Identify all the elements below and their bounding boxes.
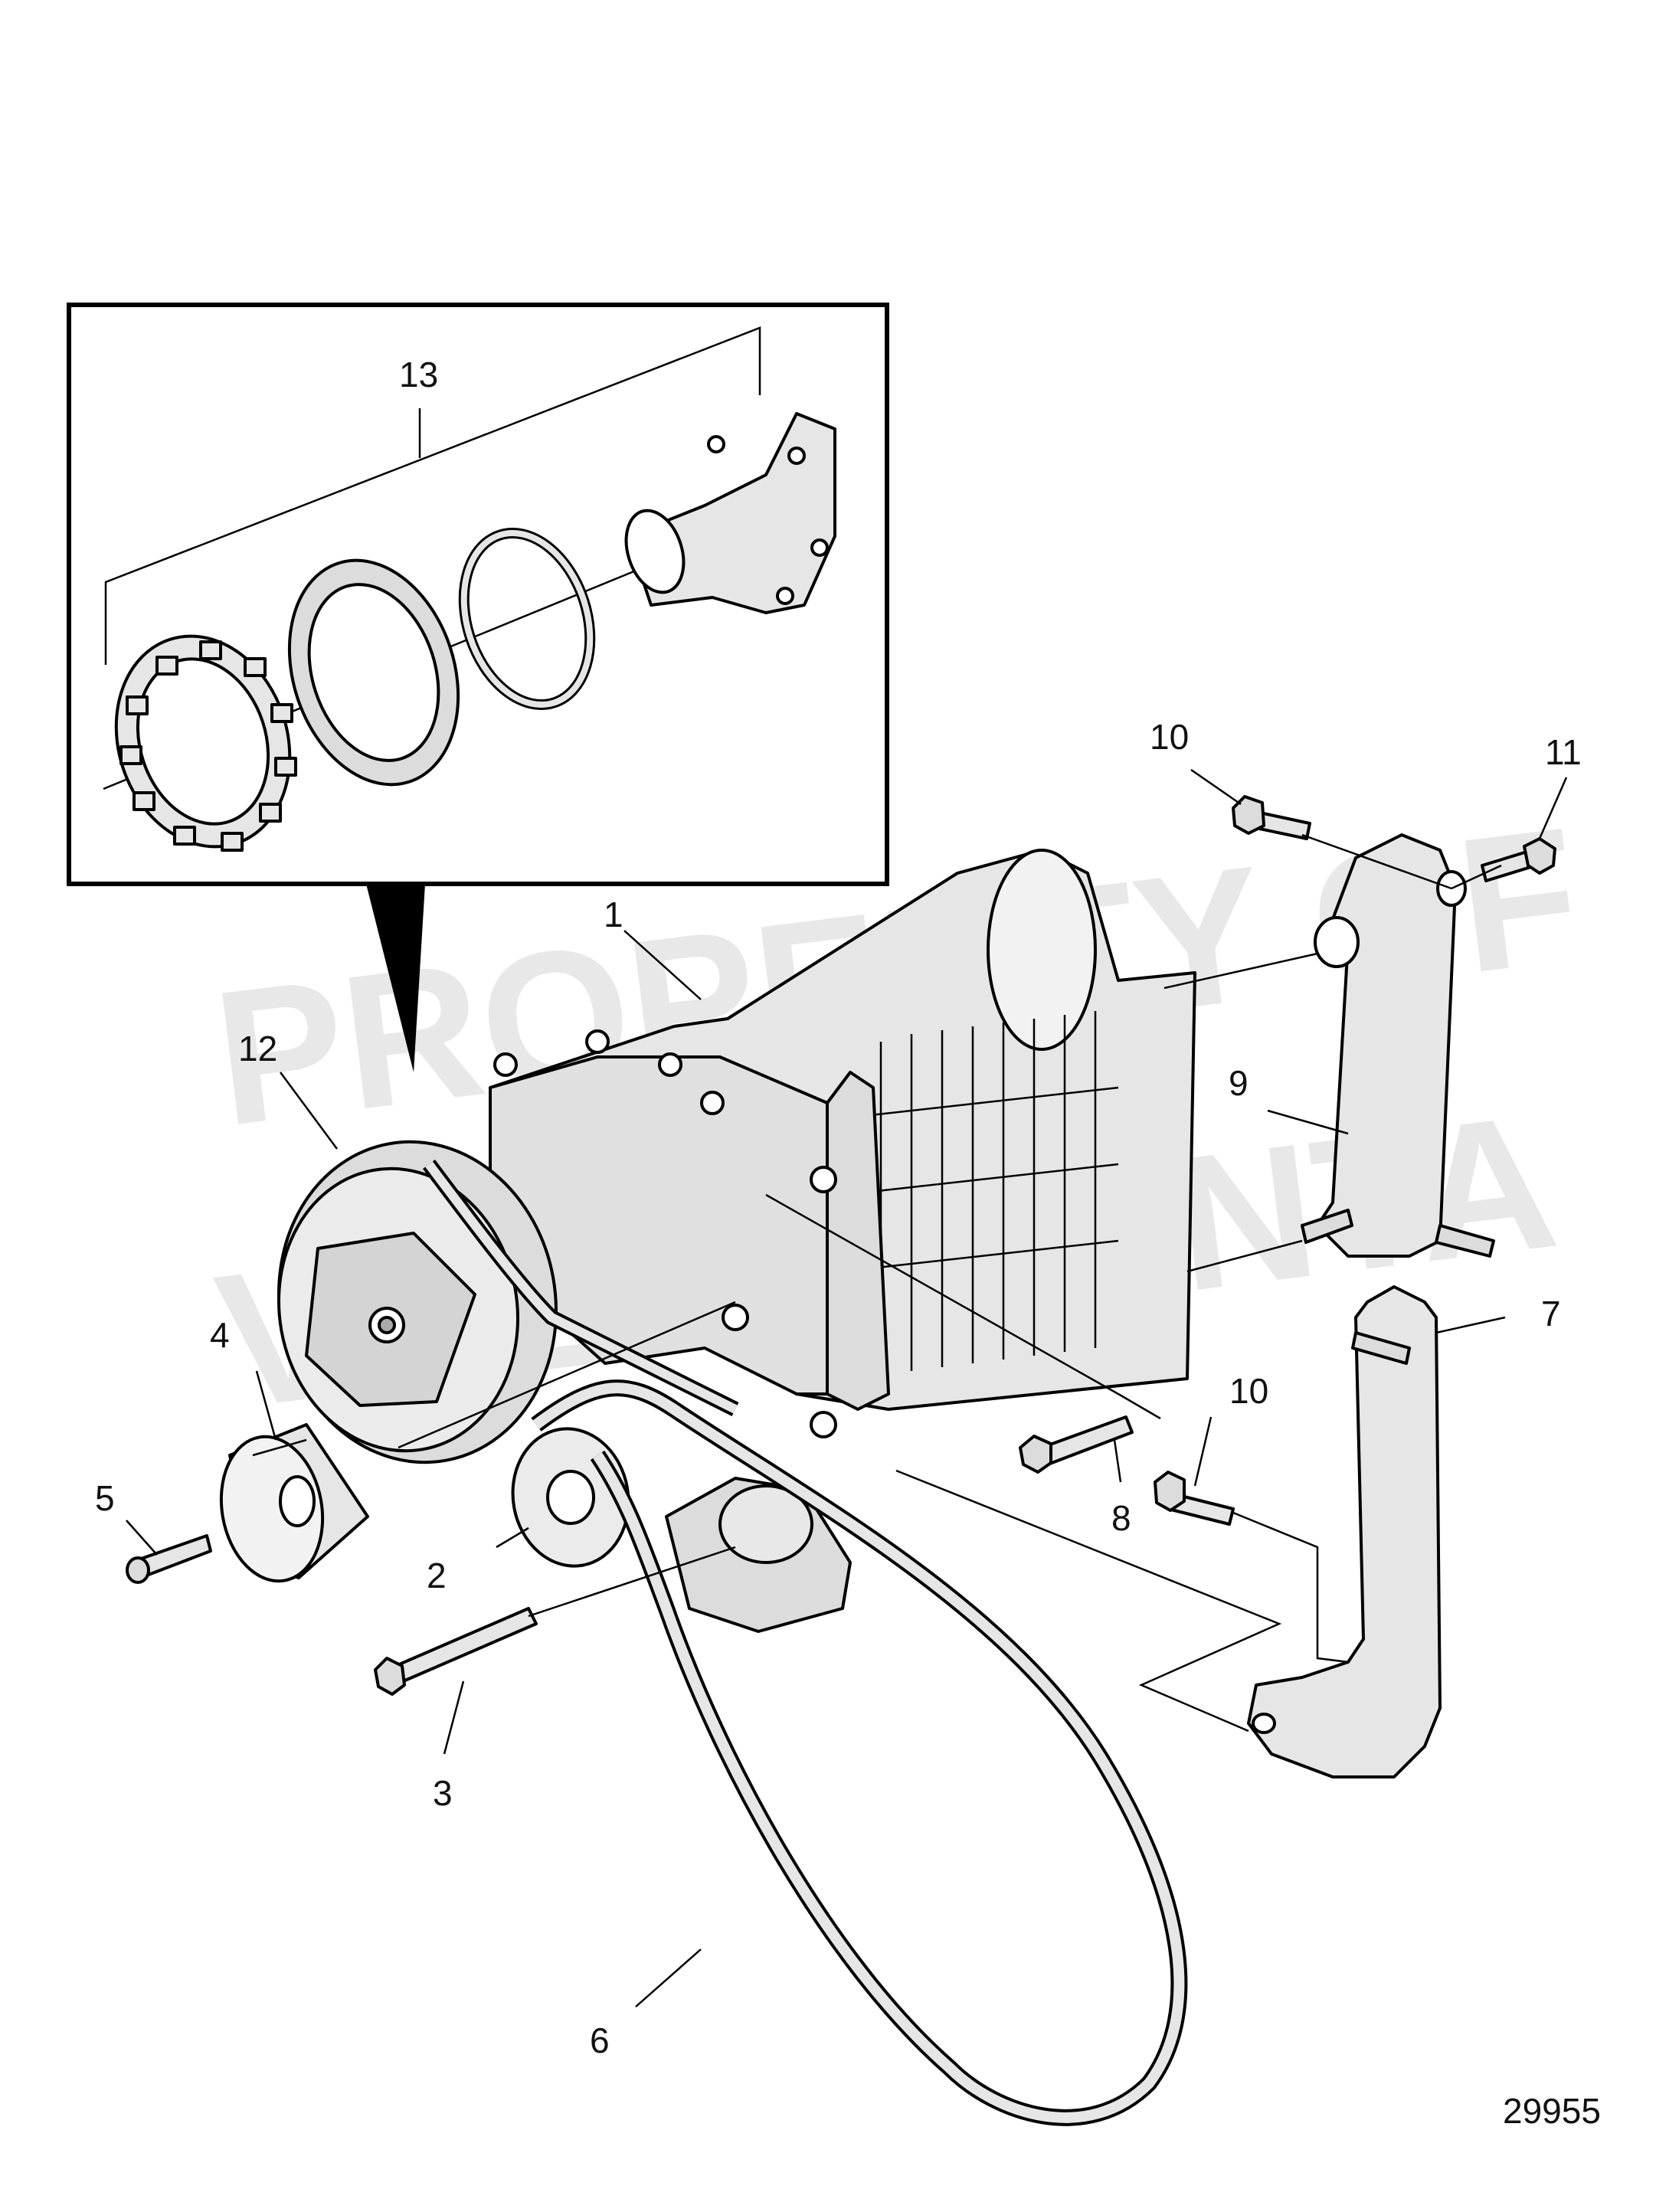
callout-7: 7 bbox=[1541, 1294, 1561, 1333]
callout-4: 4 bbox=[210, 1315, 230, 1355]
compressor-body bbox=[489, 849, 1196, 1438]
callout-leaders bbox=[126, 768, 1568, 2007]
callout-5: 5 bbox=[95, 1478, 115, 1518]
inset-pointer bbox=[366, 884, 425, 1072]
callout-3: 3 bbox=[433, 1773, 453, 1813]
inset-detail-frame bbox=[67, 303, 889, 1072]
callout-10-upper: 10 bbox=[1150, 717, 1189, 757]
callout-labels: 1 2 3 4 5 6 7 8 9 10 10 11 12 13 bbox=[95, 355, 1582, 2060]
bolt-3 bbox=[374, 1607, 538, 1696]
bolt-5 bbox=[126, 1534, 212, 1584]
bolt-10-upper bbox=[1232, 795, 1311, 840]
tab-washer bbox=[114, 634, 297, 852]
drive-belt bbox=[423, 1159, 1188, 2126]
callout-2: 2 bbox=[427, 1556, 447, 1595]
callout-11: 11 bbox=[1545, 732, 1582, 772]
bolt-8 bbox=[1019, 1415, 1134, 1474]
circlip bbox=[458, 528, 596, 710]
illustration-number: 29955 bbox=[1503, 2091, 1601, 2131]
clutch-pulley bbox=[277, 1140, 558, 1464]
callout-6: 6 bbox=[590, 2021, 610, 2060]
slotted-nut bbox=[287, 558, 460, 787]
assembly-lines bbox=[252, 833, 1502, 1733]
bracket-7 bbox=[1247, 1285, 1442, 1778]
idler-pulley bbox=[219, 1423, 369, 1583]
bolt-10-lower bbox=[1154, 1471, 1235, 1526]
bearing-housing bbox=[624, 412, 836, 614]
callout-8: 8 bbox=[1111, 1498, 1131, 1538]
callout-9: 9 bbox=[1229, 1063, 1249, 1103]
tensioner-assembly bbox=[511, 1427, 852, 1633]
callout-1: 1 bbox=[604, 895, 623, 934]
callout-10-lower: 10 bbox=[1229, 1371, 1268, 1411]
callout-13: 13 bbox=[399, 355, 438, 394]
callout-12: 12 bbox=[238, 1029, 277, 1068]
